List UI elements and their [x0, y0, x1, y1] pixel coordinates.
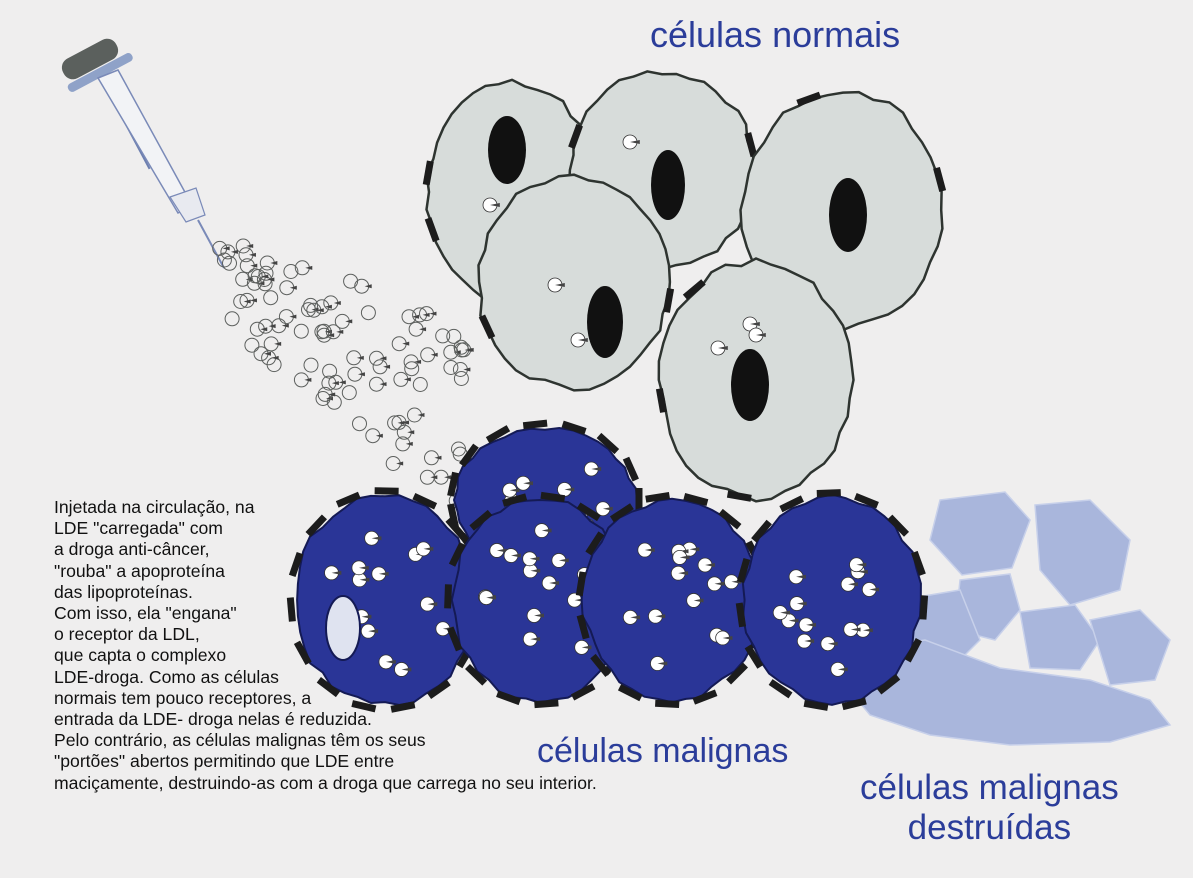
destroyed-label-line: células malignas	[860, 768, 1119, 808]
lde-particle-icon	[225, 312, 239, 326]
receptor-icon	[817, 489, 841, 497]
nucleus-icon	[731, 349, 769, 421]
lde-particle-icon	[342, 386, 356, 400]
lde-particle-icon	[413, 378, 427, 392]
lde-particle-icon	[294, 324, 308, 338]
caption-line: Injetada na circulação, na	[54, 497, 597, 518]
receptor-icon	[523, 420, 548, 429]
destroyed-cells-label: células malignas destruídas	[860, 768, 1119, 849]
lde-particle-icon	[454, 372, 468, 386]
destroyed-label-line: destruídas	[860, 808, 1119, 848]
explanation-text: Injetada na circulação, na LDE "carregad…	[54, 497, 597, 794]
nucleus-icon	[651, 150, 685, 220]
lde-particle-icon	[361, 306, 375, 320]
lde-particle-icon	[452, 442, 466, 456]
lde-particle-icon	[436, 329, 450, 343]
caption-line: entrada da LDE- droga nelas é reduzida.	[54, 709, 597, 730]
caption-line: "rouba" a apoproteína	[54, 561, 597, 582]
receptor-icon	[655, 700, 679, 708]
caption-line: Com isso, ela "engana"	[54, 603, 597, 624]
nucleus-icon	[829, 178, 867, 252]
caption-line: "portões" abertos permitindo que LDE ent…	[54, 751, 597, 772]
normal-cells	[423, 71, 946, 501]
caption-line: maciçamente, destruindo-as com a droga q…	[54, 773, 597, 794]
caption-line: o receptor da LDL,	[54, 624, 597, 645]
caption-line: LDE-droga. Como as células	[54, 667, 597, 688]
caption-line: que capta o complexo	[54, 645, 597, 666]
caption-line: normais tem pouco receptores, a	[54, 688, 597, 709]
nucleus-icon	[488, 116, 526, 184]
lde-particle-icon	[447, 329, 461, 343]
caption-line: das lipoproteínas.	[54, 582, 597, 603]
lde-particle-icon	[444, 361, 458, 375]
syringe-icon	[58, 35, 224, 268]
receptor-icon	[375, 487, 399, 494]
lde-particle-icon	[353, 417, 367, 431]
caption-line: Pelo contrário, as células malignas têm …	[54, 730, 597, 751]
nucleus-icon	[587, 286, 623, 358]
lde-particle-icon	[264, 291, 278, 305]
lde-particle-icon	[304, 358, 318, 372]
lde-particle-icon	[245, 338, 259, 352]
caption-line: LDE "carregada" com	[54, 518, 597, 539]
lde-particle-icon	[344, 274, 358, 288]
normal-cells-label: células normais	[650, 14, 900, 55]
caption-line: a droga anti-câncer,	[54, 539, 597, 560]
